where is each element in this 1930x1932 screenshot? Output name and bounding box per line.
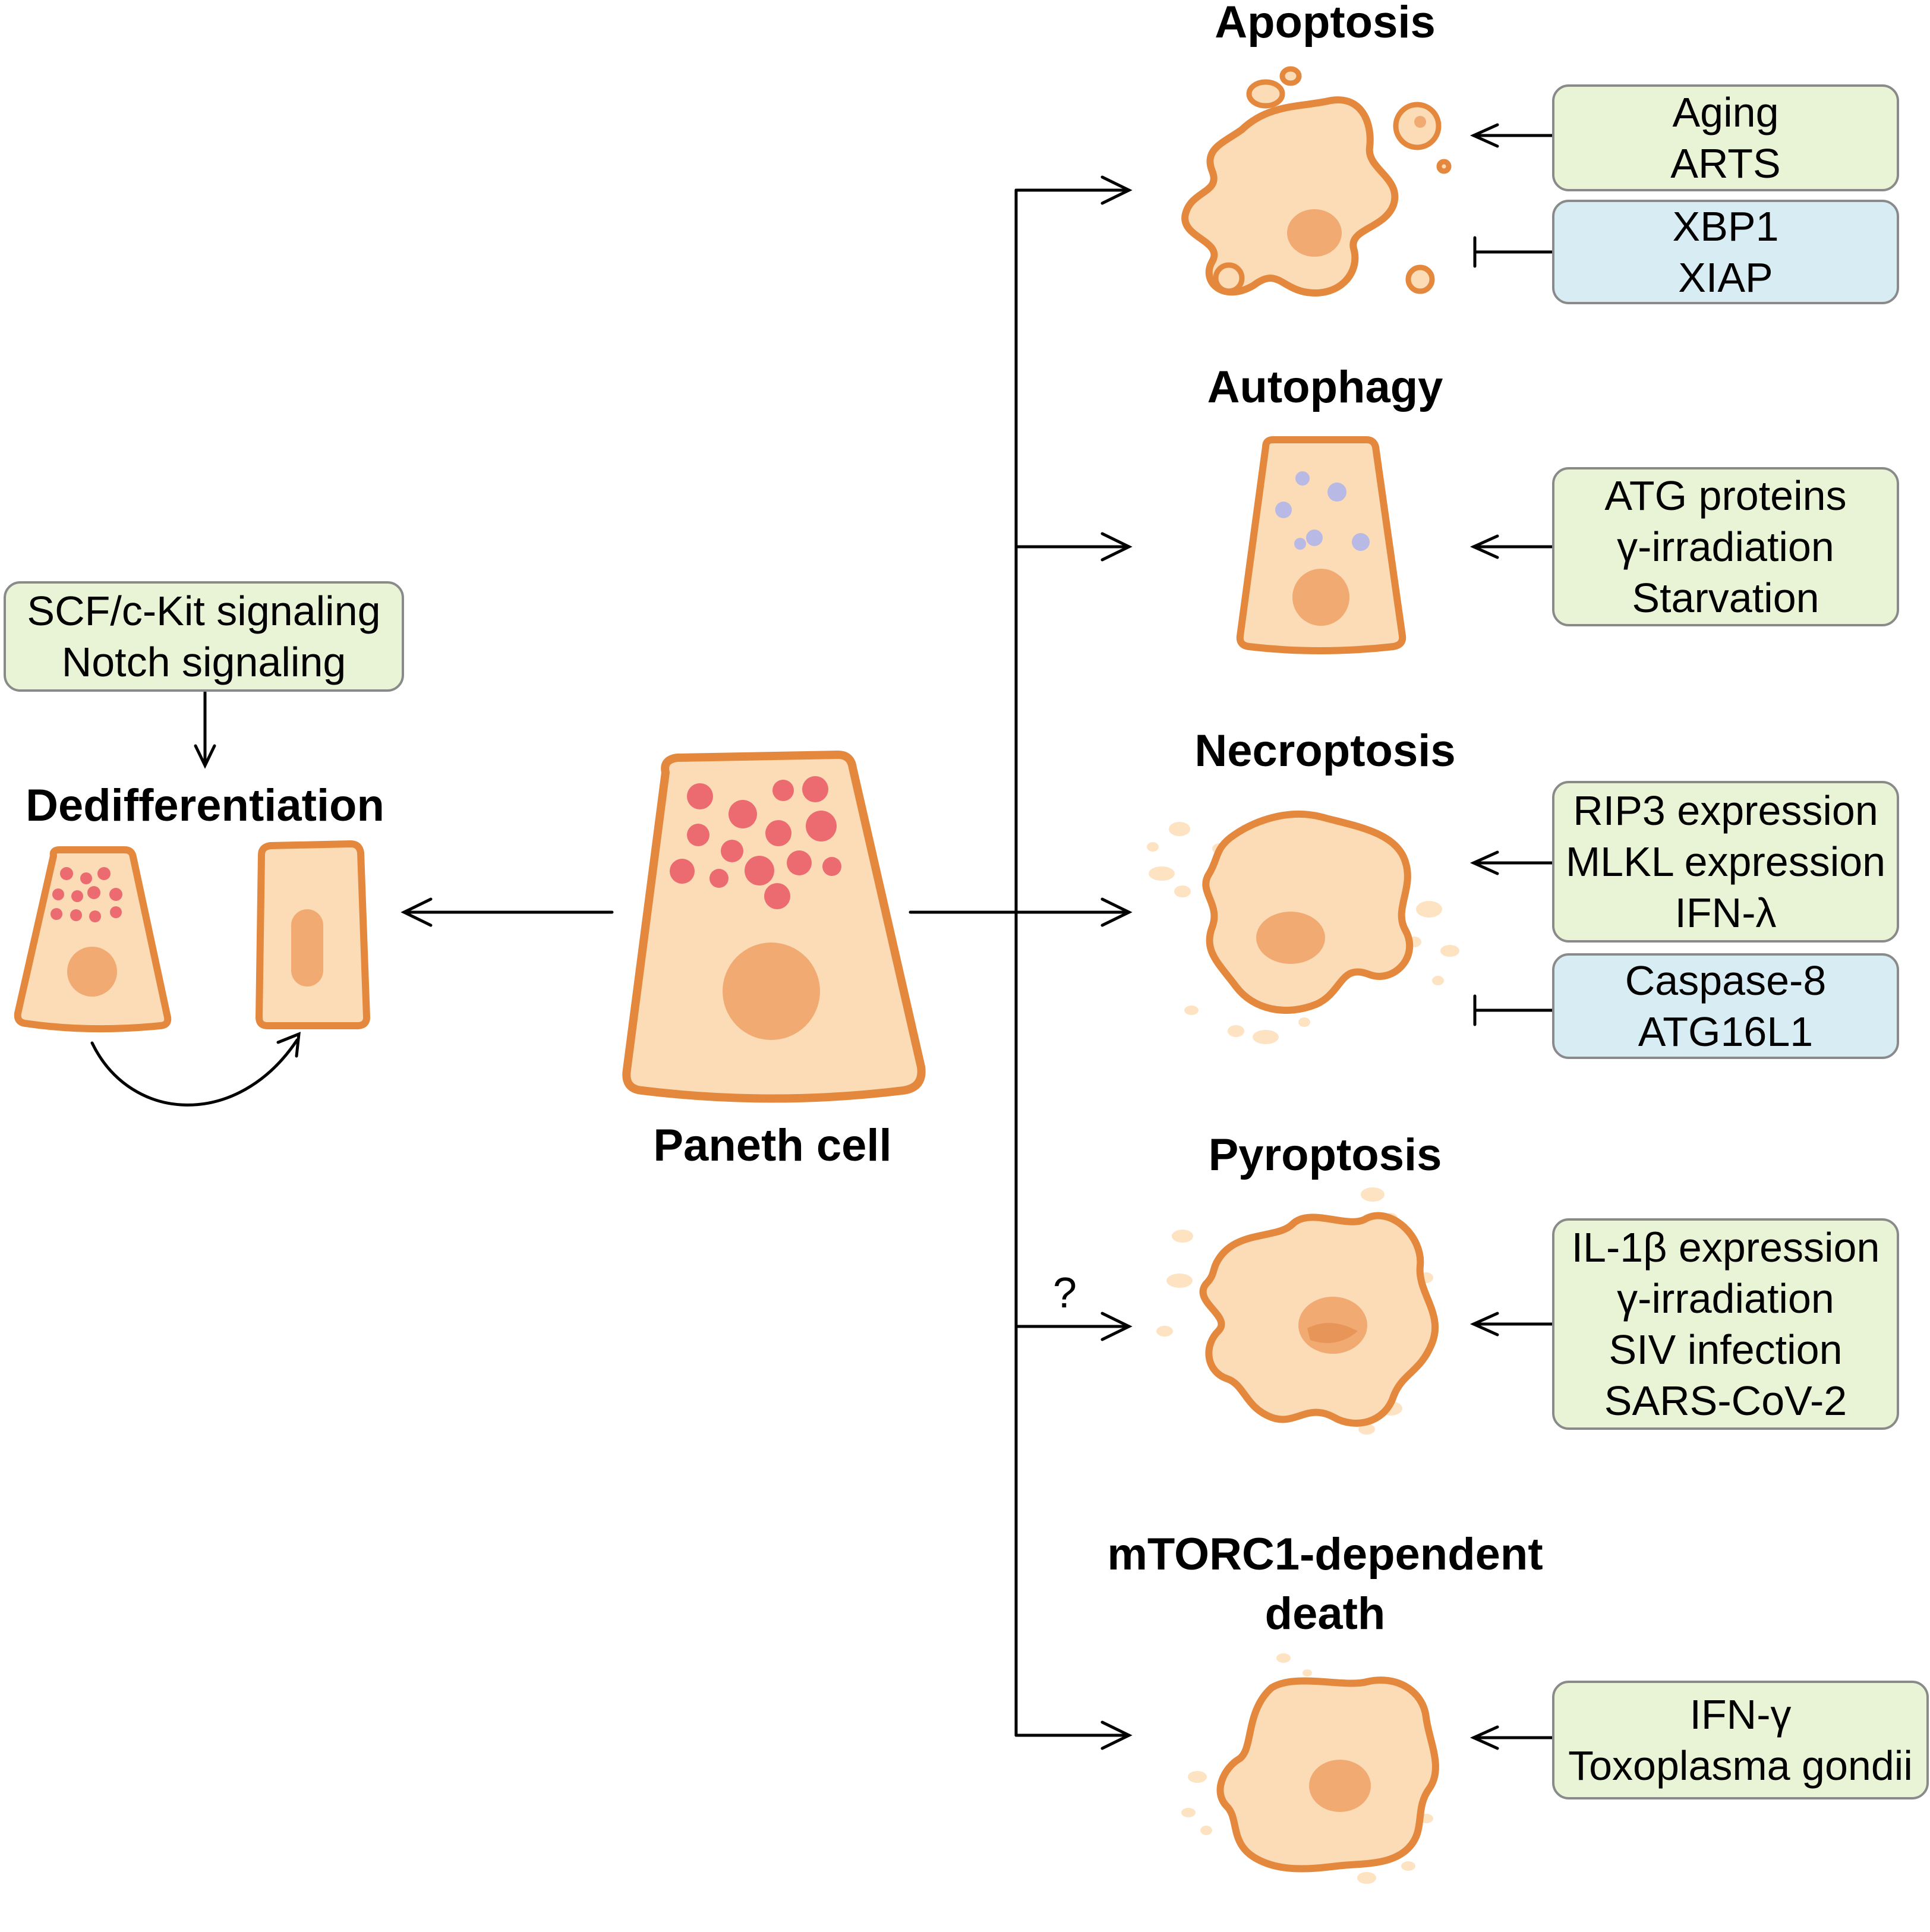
necroptosis-promoter-box: RIP3 expression MLKL expression IFN-λ [1552,781,1899,943]
inducer-label: Notch signaling [61,639,346,685]
pyroptotic-nucleus-fragment [1307,1323,1358,1343]
mtorc1-cell-illustration [1181,1653,1439,1884]
promoter-label: γ-irradiation [1617,524,1834,570]
promoter-label: γ-irradiation [1617,1275,1834,1322]
promote-pyroptosis-head [1469,1312,1499,1337]
autophagy-cell-body [1236,436,1406,654]
promoter-label: IFN-γ [1689,1691,1792,1738]
promote-mtorc1-head [1469,1725,1499,1750]
mtorc1-promoter-box: IFN-γ Toxoplasma gondii [1552,1681,1929,1799]
dedifferentiation-inducer-box: SCF/c-Kit signaling Notch signaling [4,581,404,692]
autophagy-cell-illustration [1236,436,1406,654]
promote-autophagy-head [1469,534,1499,559]
promoter-label: RIP3 expression [1573,787,1878,834]
necroptosis-cell-illustration [1147,810,1459,1044]
promoter-label: Starvation [1632,575,1819,621]
dedifferentiation-title: Dedifferentiation [26,780,384,831]
paneth-cell-illustration [622,751,926,1103]
dediff-cell-2-nucleus [291,909,323,987]
promoter-label: SIV infection [1609,1326,1843,1373]
promoter-label: MLKL expression [1565,839,1886,885]
autophagy-nucleus [1292,569,1349,626]
dediff-cell-1-granules [51,867,122,922]
mtorc1-nucleus [1309,1760,1371,1812]
arrowhead-apoptosis [1100,175,1133,205]
paneth-nucleus [723,943,820,1040]
connectors [90,123,1554,1750]
paneth-granules [670,776,841,909]
apoptosis-inhibitor-box: XBP1 XIAP [1552,200,1899,304]
mtorc1-title-line1: mTORC1-dependent [1107,1529,1543,1580]
paneth-cell-body [622,751,926,1103]
promote-necroptosis-head [1469,850,1499,875]
curved-arrow [90,1038,299,1107]
dedifferentiation-cells [14,840,370,1033]
inhibitor-label: XIAP [1678,254,1773,301]
promoter-label: Aging [1672,89,1779,135]
apoptosis-title: Apoptosis [1215,0,1436,48]
apoptotic-cell-body [1181,96,1399,297]
promoter-label: ARTS [1670,140,1781,187]
inhibitor-label: Caspase-8 [1625,957,1827,1004]
necroptotic-cell-body [1202,810,1414,1014]
pyroptosis-promoter-box: IL-1β expression γ-irradiation SIV infec… [1552,1218,1899,1430]
arrowhead-signaling [194,744,216,769]
promoter-label: ATG proteins [1604,472,1847,519]
arrowhead-pyroptosis [1100,1312,1133,1341]
apoptotic-body-core [1414,116,1426,128]
necroptotic-nucleus [1256,912,1325,964]
promoter-label: SARS-CoV-2 [1604,1378,1847,1424]
pyroptosis-cell-illustration [1156,1187,1439,1435]
arrowhead-autophagy [1100,532,1133,562]
apoptosis-cell-illustration [1181,66,1452,297]
mtorc1-title-line2: death [1264,1589,1386,1639]
curved-arrowhead [276,1032,301,1058]
autophagosomes [1275,471,1370,551]
necroptosis-title: Necroptosis [1194,726,1456,776]
inhibitor-label: XBP1 [1672,203,1779,250]
inducer-label: SCF/c-Kit signaling [27,588,381,634]
necroptosis-inhibitor-box: Caspase-8 ATG16L1 [1552,953,1899,1059]
arrowhead-dedifferentiation [400,897,433,927]
autophagy-promoter-box: ATG proteins γ-irradiation Starvation [1552,467,1899,626]
pyroptosis-title: Pyroptosis [1208,1130,1442,1180]
apoptotic-nucleus [1287,209,1342,257]
apoptosis-promoter-box: Aging ARTS [1552,84,1899,191]
promoter-label: IL-1β expression [1571,1224,1880,1271]
paneth-cell-label: Paneth cell [653,1120,892,1171]
arrowhead-necroptosis [1100,897,1133,927]
promoter-label: IFN-λ [1674,890,1777,936]
autophagy-title: Autophagy [1207,362,1443,412]
promoter-label: Toxoplasma gondii [1568,1742,1913,1789]
dediff-cell-1-nucleus [67,947,117,997]
dediff-cell-1 [14,846,172,1033]
uncertain-pyroptosis-mark: ? [1053,1269,1077,1317]
promote-apoptosis-head [1469,123,1499,148]
inhibitor-label: ATG16L1 [1638,1008,1814,1055]
arrowhead-mtorc1 [1100,1720,1133,1750]
